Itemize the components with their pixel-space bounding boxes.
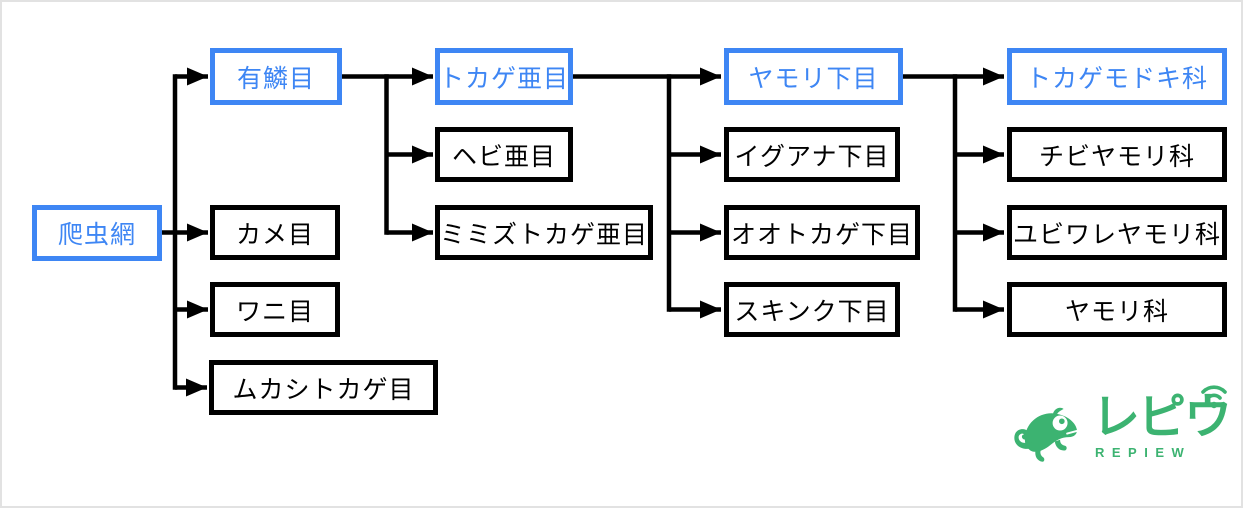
node-chibiyamori-ka: チビヤモリ科 xyxy=(1007,127,1227,182)
node-yurin-moku: 有鱗目 xyxy=(210,48,342,105)
node-tokagemodoki-ka: トカゲモドキ科 xyxy=(1007,48,1227,105)
node-yubiwareyamori-ka: ユビワレヤモリ科 xyxy=(1007,205,1227,260)
signal-waves-icon xyxy=(1201,385,1227,409)
node-yamori-shimomoku: ヤモリ下目 xyxy=(724,48,903,105)
node-ootokage-shimomoku: オオトカゲ下目 xyxy=(724,205,920,260)
node-wani-moku: ワニ目 xyxy=(210,282,340,337)
node-hachurui: 爬虫網 xyxy=(32,205,162,261)
chameleon-icon xyxy=(1014,407,1078,462)
brand-name: レピウ xyxy=(1092,391,1232,444)
node-iguana-shimomoku: イグアナ下目 xyxy=(724,127,900,182)
node-kame-moku: カメ目 xyxy=(210,205,340,260)
node-hebi-amoku: ヘビ亜目 xyxy=(435,127,573,182)
brand-subtitle: REPIEW xyxy=(1095,445,1192,460)
node-tokage-amoku: トカゲ亜目 xyxy=(435,48,573,105)
brand-logo: レピウ REPIEW xyxy=(1002,385,1232,488)
node-yamori-ka: ヤモリ科 xyxy=(1007,282,1227,337)
node-sukinku-shimomoku: スキンク下目 xyxy=(724,282,900,337)
node-mukashitokage-moku: ムカシトカゲ目 xyxy=(209,360,438,415)
node-mimizutokage-amoku: ミミズトカゲ亜目 xyxy=(435,205,653,260)
